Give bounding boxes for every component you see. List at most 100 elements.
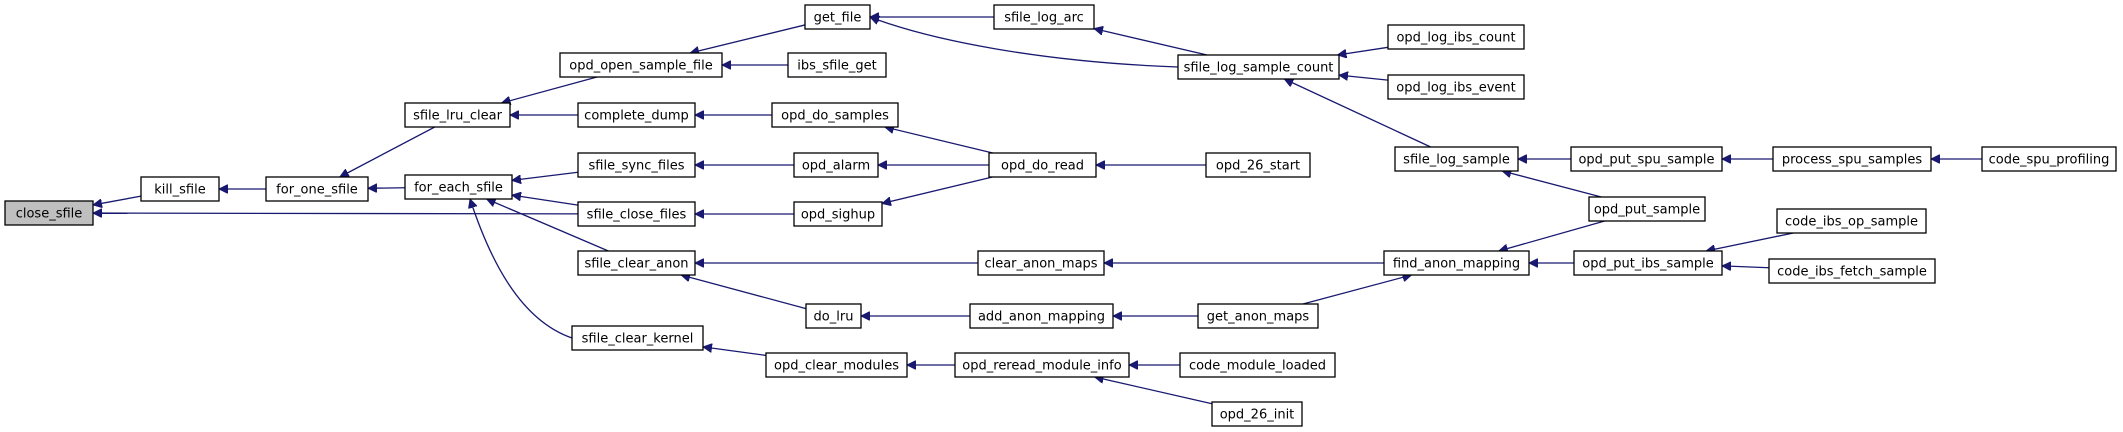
node-clear-anon-maps[interactable]: clear_anon_maps (977, 250, 1105, 276)
node-close-sfile[interactable]: close_sfile (4, 200, 94, 226)
node-label: get_anon_maps (1207, 310, 1310, 325)
node-box (577, 152, 696, 178)
node-code-spu-profiling[interactable]: code_spu_profiling (1981, 146, 2117, 172)
edge-sfile_close_files-to-for_each_sfile (512, 195, 579, 206)
edge-line (1284, 79, 1431, 148)
node-box (1768, 258, 1936, 284)
node-label: sfile_log_arc (1004, 11, 1084, 26)
edge-line (1499, 220, 1605, 251)
edge-sfile_log_sample-to-sfile_log_sample_count (1284, 79, 1431, 148)
node-sfile-log-sample-count[interactable]: sfile_log_sample_count (1177, 54, 1340, 80)
edge-line (870, 17, 1179, 68)
edge-line (512, 171, 579, 180)
edge-line (368, 188, 406, 189)
node-for-one-sfile[interactable]: for_one_sfile (265, 176, 369, 202)
node-opd-sighup[interactable]: opd_sighup (793, 201, 883, 227)
node-kill-sfile[interactable]: kill_sfile (140, 176, 220, 202)
edge-line (690, 24, 806, 53)
node-code-module-loaded[interactable]: code_module_loaded (1179, 352, 1336, 378)
edge-line (1095, 377, 1213, 405)
node-box (1179, 352, 1336, 378)
node-box (1981, 146, 2117, 172)
node-label: sfile_lru_clear (413, 109, 502, 124)
node-box (1387, 24, 1525, 50)
node-sfile-log-sample[interactable]: sfile_log_sample (1394, 146, 1519, 172)
node-box (1588, 196, 1706, 222)
edge-do_lru-to-sfile_clear_anon (681, 275, 807, 310)
nodes-layer: close_sfile kill_sfile for_one_sfile sfile_… (4, 4, 2117, 427)
node-label: sfile_clear_anon (584, 257, 688, 272)
edge-opd_26_init-to-opd_reread_module_info (1095, 377, 1213, 405)
edge-sfile_log_sample_count-to-get_file (870, 17, 1179, 68)
edge-opd_log_ibs_count-to-sfile_log_sample_count (1338, 46, 1389, 55)
node-sfile-close-files[interactable]: sfile_close_files (577, 201, 696, 227)
node-opd-clear-modules[interactable]: opd_clear_modules (765, 352, 908, 378)
edge-kill_sfile-to-close_sfile (93, 195, 142, 205)
node-opd-do-samples[interactable]: opd_do_samples (771, 102, 899, 128)
node-label: opd_put_ibs_sample (1582, 257, 1713, 272)
edge-line (512, 195, 579, 206)
edge-opd_open_sample_file-to-sfile_lru_clear (502, 76, 598, 103)
node-label: for_one_sfile (276, 183, 358, 198)
node-label: for_each_sfile (414, 181, 503, 196)
node-code-ibs-fetch-sample[interactable]: code_ibs_fetch_sample (1768, 258, 1936, 284)
node-box (804, 4, 871, 30)
node-get-anon-maps[interactable]: get_anon_maps (1197, 303, 1319, 329)
edge-line (681, 275, 807, 310)
node-complete-dump[interactable]: complete_dump (577, 102, 696, 128)
node-box (977, 250, 1105, 276)
edge-line (1722, 266, 1770, 268)
edge-line (1339, 75, 1389, 81)
node-find-anon-mapping[interactable]: find_anon_mapping (1383, 250, 1530, 276)
node-sfile-sync-files[interactable]: sfile_sync_files (577, 152, 696, 178)
edge-sfile_clear_anon-to-for_each_sfile (487, 199, 609, 252)
node-process-spu-samples[interactable]: process_spu_samples (1772, 146, 1932, 172)
node-opd-put-sample[interactable]: opd_put_sample (1588, 196, 1706, 222)
node-opd-26-init[interactable]: opd_26_init (1211, 401, 1303, 427)
node-label: sfile_sync_files (589, 159, 685, 174)
node-label: add_anon_mapping (978, 310, 1105, 325)
edge-sfile_clear_kernel-to-for_each_sfile (470, 199, 573, 339)
node-box (1394, 146, 1519, 172)
edge-opd_do_read-to-opd_sighup (882, 176, 993, 203)
edge-for_each_sfile-to-for_one_sfile (368, 188, 406, 189)
node-get-file[interactable]: get_file (804, 4, 871, 30)
node-opd-put-ibs-sample[interactable]: opd_put_ibs_sample (1573, 250, 1723, 276)
edge-get_anon_maps-to-find_anon_mapping (1302, 275, 1412, 305)
node-label: clear_anon_maps (984, 257, 1097, 272)
node-label: complete_dump (584, 109, 689, 124)
node-opd-log-ibs-event[interactable]: opd_log_ibs_event (1387, 74, 1525, 100)
edges-layer (93, 17, 1982, 405)
node-label: kill_sfile (154, 183, 205, 198)
edge-opd_put_sample-to-sfile_log_sample (1502, 171, 1602, 198)
node-sfile-lru-clear[interactable]: sfile_lru_clear (404, 102, 511, 128)
node-add-anon-mapping[interactable]: add_anon_mapping (969, 303, 1114, 329)
edge-line (1094, 29, 1208, 56)
node-opd-alarm[interactable]: opd_alarm (793, 152, 879, 178)
node-label: opd_log_ibs_count (1396, 31, 1515, 46)
node-sfile-log-arc[interactable]: sfile_log_arc (993, 4, 1095, 30)
node-label: code_module_loaded (1189, 359, 1326, 374)
edge-line (1338, 46, 1389, 55)
node-box (1197, 303, 1319, 329)
node-opd-log-ibs-count[interactable]: opd_log_ibs_count (1387, 24, 1525, 50)
node-opd-put-spu-sample[interactable]: opd_put_spu_sample (1570, 146, 1723, 172)
node-label: find_anon_mapping (1393, 257, 1520, 272)
node-do-lru[interactable]: do_lru (805, 303, 862, 329)
node-opd-26-start[interactable]: opd_26_start (1205, 152, 1311, 178)
node-box (404, 174, 513, 200)
node-code-ibs-op-sample[interactable]: code_ibs_op_sample (1776, 208, 1927, 234)
node-box (771, 102, 899, 128)
edge-code_ibs_op_sample-to-opd_put_ibs_sample (1706, 232, 1794, 251)
node-opd-do-read[interactable]: opd_do_read (988, 152, 1097, 178)
node-label: opd_clear_modules (774, 359, 899, 374)
edge-line (1502, 171, 1602, 198)
edge-sfile_close_files-to-close_sfile (93, 213, 579, 214)
node-for-each-sfile[interactable]: for_each_sfile (404, 174, 513, 200)
node-sfile-clear-kernel[interactable]: sfile_clear_kernel (571, 325, 704, 351)
node-opd-reread-module-info[interactable]: opd_reread_module_info (954, 352, 1130, 378)
node-sfile-clear-anon[interactable]: sfile_clear_anon (577, 250, 696, 276)
edge-sfile_lru_clear-to-for_one_sfile (340, 126, 436, 178)
node-opd-open-sample-file[interactable]: opd_open_sample_file (559, 52, 723, 78)
node-ibs-sfile-get[interactable]: ibs_sfile_get (787, 52, 887, 78)
